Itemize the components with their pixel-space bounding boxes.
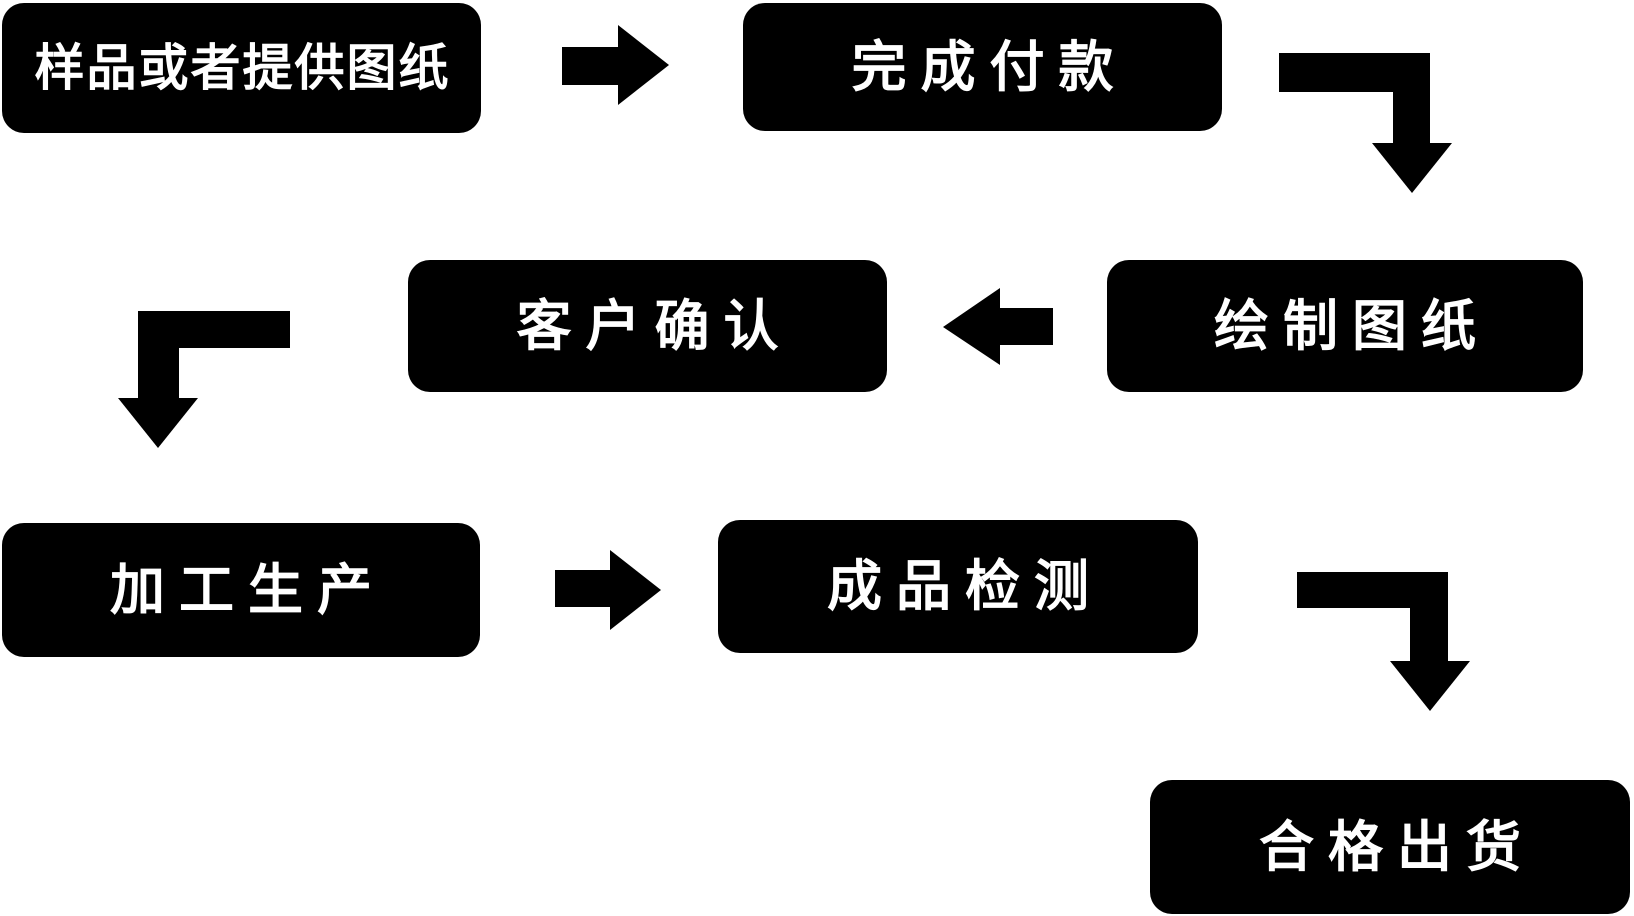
flow-step-customer-confirm-label: 客户确认 (516, 293, 793, 358)
arrow-step2-to-step3-vbar (1393, 90, 1430, 144)
arrow-step4-to-step5-vbar (138, 346, 179, 398)
flow-step-sample-or-drawings: 样品或者提供图纸 (2, 3, 481, 133)
arrow-step1-to-step2-head-icon (618, 25, 669, 105)
flow-step-processing-production: 加工生产 (2, 523, 480, 657)
flow-step-customer-confirm: 客户确认 (408, 260, 887, 392)
flow-step-draw-drawings: 绘制图纸 (1107, 260, 1583, 392)
arrow-step5-to-step6-shaft (555, 570, 612, 607)
arrow-step5-to-step6-head-icon (610, 550, 661, 630)
flow-step-product-inspection-label: 成品检测 (826, 554, 1103, 618)
arrow-step2-to-step3-hbar (1279, 53, 1430, 92)
flow-step-qualified-shipment-label: 合格出货 (1258, 814, 1535, 879)
arrow-step1-to-step2-shaft (562, 47, 620, 85)
arrow-step4-to-step5-hbar (138, 311, 290, 348)
arrow-step6-to-step7-vbar (1410, 606, 1448, 662)
flow-step-processing-production-label: 加工生产 (109, 557, 386, 622)
arrow-step2-to-step3-head-icon (1372, 143, 1452, 193)
flow-step-product-inspection: 成品检测 (718, 520, 1198, 653)
flow-step-complete-payment-label: 完成付款 (851, 34, 1128, 99)
arrow-step6-to-step7-hbar (1297, 572, 1448, 608)
arrow-step3-to-step4-shaft (998, 308, 1053, 345)
arrow-step6-to-step7-head-icon (1390, 661, 1470, 711)
flow-step-sample-or-drawings-label: 样品或者提供图纸 (34, 39, 451, 97)
flow-step-qualified-shipment: 合格出货 (1150, 780, 1630, 914)
arrow-step4-to-step5-head-icon (118, 398, 198, 448)
flow-step-complete-payment: 完成付款 (743, 3, 1222, 131)
flow-step-draw-drawings-label: 绘制图纸 (1213, 293, 1490, 358)
arrow-step3-to-step4-head-icon (943, 288, 1000, 365)
